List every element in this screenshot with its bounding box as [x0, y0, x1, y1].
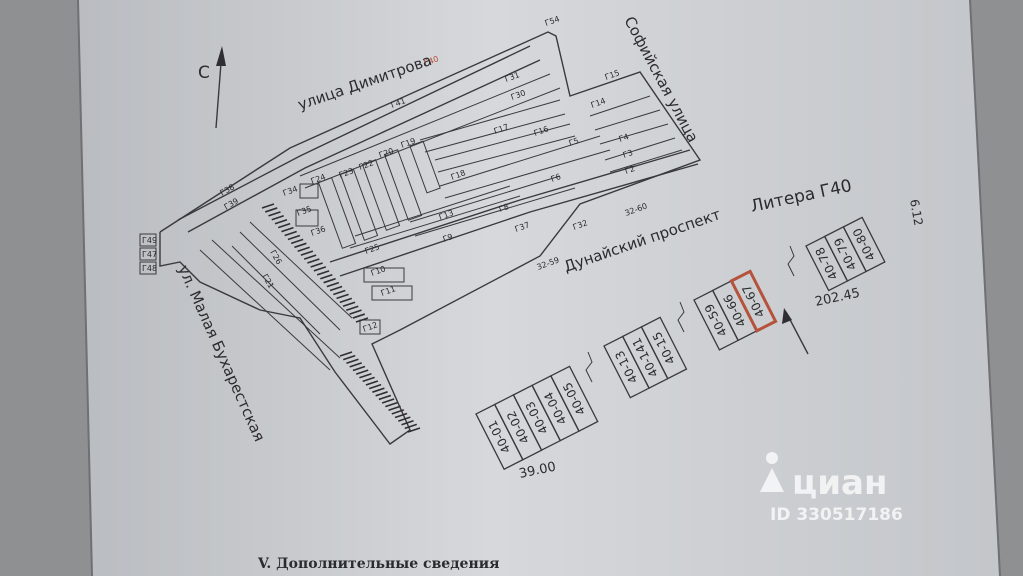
hatch-stroke	[264, 207, 278, 213]
hatch-stroke	[349, 362, 362, 368]
hatch-stroke	[329, 285, 343, 292]
hatch-stroke	[346, 358, 359, 364]
hatch-stroke	[388, 405, 401, 412]
label-g47: Г47	[142, 250, 157, 259]
hatch-stroke	[284, 230, 297, 237]
site-plan	[139, 31, 702, 445]
label-g9: Г9	[442, 232, 454, 244]
strip-break-mark	[787, 245, 795, 277]
hatch-stroke	[401, 420, 414, 426]
hatch-stroke	[303, 254, 317, 260]
hatch-stroke	[365, 380, 379, 386]
label-g2: Г2	[624, 164, 636, 176]
label-g49: Г49	[142, 236, 157, 245]
hatch-stroke	[355, 369, 369, 375]
hatch-stroke	[339, 297, 353, 304]
unit-cell	[729, 269, 778, 333]
hatch-stroke	[339, 351, 353, 357]
hatch-stroke	[368, 383, 382, 390]
unit-cell	[842, 216, 886, 273]
watermark-id: ID 330517186	[770, 505, 903, 525]
paper-right-edge	[969, 0, 1001, 576]
label-g3: Г3	[622, 148, 634, 160]
hatch-stroke	[333, 289, 346, 296]
hatch-stroke	[320, 273, 333, 280]
hatch-stroke	[336, 293, 349, 300]
hatched-band-lower	[339, 351, 421, 433]
watermark-brand: циан	[792, 463, 887, 503]
hatch-stroke	[342, 301, 356, 308]
hatch-stroke	[268, 211, 281, 217]
label-g48: Г48	[142, 264, 157, 273]
hatch-stroke	[394, 412, 408, 419]
hatch-stroke	[294, 242, 307, 249]
hatch-stroke	[261, 203, 275, 209]
hatch-stroke	[274, 218, 288, 225]
hatch-stroke	[297, 246, 310, 253]
hatch-stroke	[290, 238, 304, 245]
north-label: С	[198, 63, 210, 83]
hatch-stroke	[300, 250, 314, 256]
vertical-blocks	[317, 140, 441, 249]
paper-left-edge	[77, 0, 93, 576]
label-g5: Г5	[568, 136, 580, 148]
hatch-stroke	[281, 226, 294, 233]
hatch-stroke	[326, 281, 340, 288]
hatch-stroke	[271, 215, 284, 221]
watermark: циан ID 330517186	[760, 452, 903, 525]
hatch-stroke	[362, 376, 375, 383]
hatch-stroke	[355, 317, 369, 323]
hatch-stroke	[287, 234, 301, 241]
hatch-stroke	[307, 258, 320, 264]
hatch-stroke	[378, 394, 392, 401]
north-arrow: С	[198, 46, 226, 129]
hatch-stroke	[349, 309, 362, 315]
hatch-stroke	[316, 270, 330, 276]
strip-break-mark	[677, 301, 685, 333]
cian-logo-icon	[760, 452, 784, 492]
strip-break-mark	[585, 351, 593, 383]
section-heading: V. Дополнительные сведения	[257, 556, 499, 572]
hatch-stroke	[277, 222, 291, 229]
label-g8: Г8	[498, 202, 510, 214]
hatch-stroke	[407, 427, 421, 433]
hatch-stroke	[375, 391, 388, 397]
hatch-stroke	[391, 409, 405, 415]
hatch-stroke	[404, 423, 418, 430]
paper-sheet	[78, 0, 1000, 576]
unit-cell	[549, 365, 599, 432]
hatch-stroke	[342, 354, 356, 361]
hatch-stroke	[313, 266, 327, 272]
hatch-stroke	[372, 387, 385, 393]
hatch-stroke	[385, 401, 398, 408]
hatch-stroke	[323, 277, 336, 284]
hatch-stroke	[346, 305, 359, 311]
hatch-stroke	[352, 365, 366, 372]
hatch-stroke	[359, 372, 372, 379]
dimension-width: 6.12	[907, 198, 925, 227]
hatched-band-upper	[261, 203, 369, 323]
hatch-stroke	[310, 262, 323, 268]
unit-pointer-arrow	[782, 308, 809, 355]
unit-cell	[640, 316, 688, 380]
hatch-stroke	[398, 416, 411, 422]
hatch-stroke	[381, 398, 395, 404]
label-g6: Г6	[550, 172, 562, 184]
label-g4: Г4	[618, 132, 630, 144]
hatch-stroke	[352, 313, 366, 319]
